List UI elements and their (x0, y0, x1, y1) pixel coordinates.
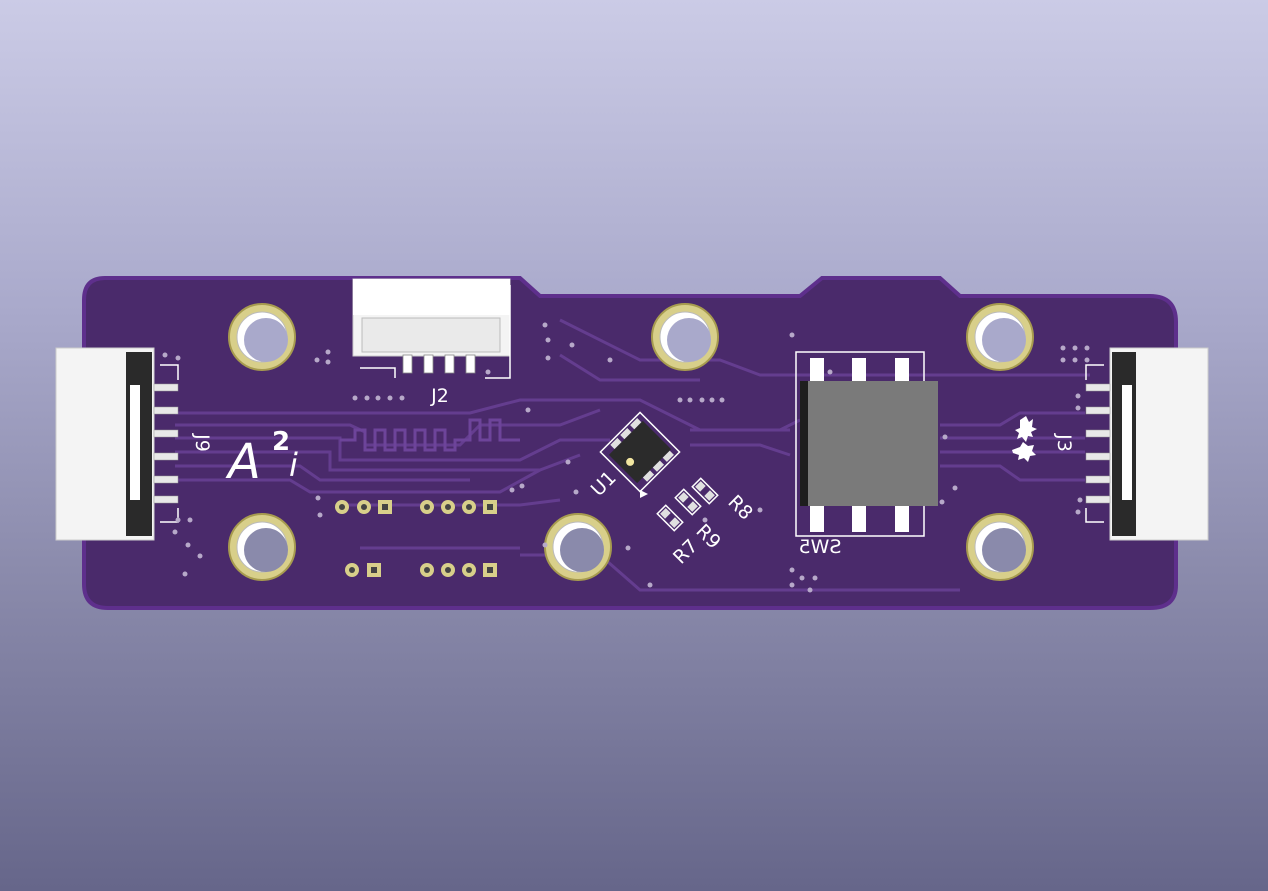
mounting-hole (966, 303, 1034, 371)
logo-a2i: A 2 i (225, 427, 298, 490)
silkscreen-mascot-art (1012, 416, 1037, 462)
header-row-upper-left (335, 500, 392, 514)
connector-j3 (1085, 347, 1209, 541)
pin1-marker (640, 490, 648, 498)
label-sw5: SW5 (799, 536, 842, 558)
label-j9: J9 (191, 433, 213, 452)
logo-letter: A (225, 434, 261, 490)
logo-superscript: 2 (272, 427, 290, 457)
mounting-holes (228, 303, 1034, 581)
label-j2: J2 (430, 385, 449, 407)
mounting-hole (544, 513, 612, 581)
connector-j9 (55, 347, 179, 541)
label-j3: J3 (1053, 433, 1075, 452)
mounting-hole (228, 303, 296, 371)
header-row-lower-right (420, 563, 497, 577)
resistor-group (656, 477, 719, 532)
mounting-hole (651, 303, 719, 371)
logo-suffix: i (289, 446, 298, 484)
header-row-lower-left (345, 563, 381, 577)
ic-u1 (599, 411, 681, 493)
mounting-hole (228, 513, 296, 581)
switch-sw5 (795, 351, 938, 537)
mounting-hole (966, 513, 1034, 581)
meander-trace (340, 418, 520, 452)
vias (162, 322, 1090, 593)
connector-j2 (352, 278, 511, 379)
header-row-upper-right (420, 500, 497, 514)
copper-traces (175, 318, 1090, 592)
